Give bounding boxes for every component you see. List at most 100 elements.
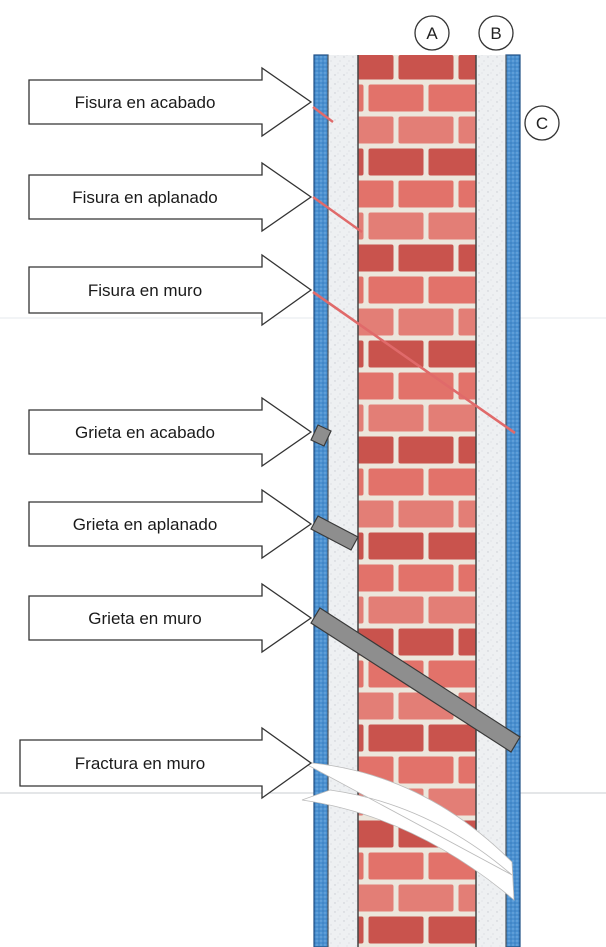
fisura-acabado-line (312, 106, 334, 123)
letter-b: B (490, 24, 501, 43)
label-b: B (478, 15, 514, 51)
brick (398, 308, 454, 336)
brick (398, 116, 454, 144)
brick (428, 212, 476, 240)
defects (301, 106, 521, 901)
layer-labels: A B C (414, 15, 560, 141)
finish-layer-right (505, 54, 521, 947)
arrow-grieta-acabado: Grieta en acabado (28, 396, 313, 468)
fractura-muro-gap (301, 761, 515, 901)
brick (398, 180, 454, 208)
brick (358, 660, 364, 688)
grieta-muro-gap (310, 607, 521, 753)
brick (398, 756, 454, 784)
brick (358, 692, 394, 720)
arrow-grieta-aplanado: Grieta en aplanado (28, 488, 313, 560)
brick (458, 55, 476, 80)
arrow-label: Grieta en acabado (75, 423, 215, 442)
brick (358, 884, 394, 912)
brick (428, 532, 476, 560)
brick (428, 916, 476, 944)
brick (398, 500, 454, 528)
brick (428, 148, 476, 176)
arrow-shape (19, 726, 313, 800)
brick (358, 212, 364, 240)
circle-a (414, 15, 450, 51)
brick (398, 372, 454, 400)
letter-a: A (426, 24, 438, 43)
brick (368, 468, 424, 496)
brick (458, 180, 476, 208)
grieta-acabado-gap (310, 424, 332, 447)
arrow-label: Fisura en muro (88, 281, 202, 300)
plaster-right (476, 55, 506, 947)
brick (358, 372, 394, 400)
brick (428, 404, 476, 432)
arrow-shape (28, 488, 313, 560)
grieta-aplanado-gap (310, 515, 359, 551)
brick (458, 308, 476, 336)
fisura-muro-line (312, 290, 516, 435)
brick (398, 628, 454, 656)
arrow-shape (28, 396, 313, 468)
brick (428, 596, 476, 624)
brick (368, 212, 424, 240)
brick (358, 55, 394, 80)
letter-c: C (536, 114, 548, 133)
callout-arrows: Fisura en acabado Fisura en aplanado Fis… (19, 66, 313, 800)
brick (368, 596, 424, 624)
brick (358, 852, 364, 880)
brick (368, 404, 424, 432)
brick (458, 500, 476, 528)
arrow-fisura-acabado: Fisura en acabado (28, 66, 313, 138)
brick (358, 276, 364, 304)
brick (398, 884, 454, 912)
brick (358, 84, 364, 112)
brick (358, 116, 394, 144)
brick (458, 372, 476, 400)
brick (358, 404, 364, 432)
brick (428, 468, 476, 496)
label-c: C (524, 105, 560, 141)
brick (358, 532, 364, 560)
brick (458, 756, 476, 784)
arrow-shape (28, 582, 313, 654)
brick (398, 55, 454, 80)
arrow-shape (28, 253, 313, 327)
plaster-left (328, 55, 358, 947)
arrow-label: Grieta en aplanado (73, 515, 218, 534)
brick (358, 820, 394, 848)
brick (458, 116, 476, 144)
brick (368, 276, 424, 304)
brick (358, 340, 364, 368)
arrow-shape (28, 161, 313, 233)
arrow-label: Fisura en aplanado (72, 188, 218, 207)
brick (368, 916, 424, 944)
brick (458, 628, 476, 656)
brick (458, 564, 476, 592)
finish-layer-left (313, 54, 329, 947)
brick (358, 564, 394, 592)
circle-b (478, 15, 514, 51)
circle-c (524, 105, 560, 141)
label-a: A (414, 15, 450, 51)
arrow-shape (28, 66, 313, 138)
brick (358, 916, 364, 944)
brick (428, 84, 476, 112)
brick (398, 436, 454, 464)
brick (358, 724, 364, 752)
brick (428, 276, 476, 304)
brick (398, 244, 454, 272)
arrow-fisura-muro: Fisura en muro (28, 253, 313, 327)
brick (368, 84, 424, 112)
brick (458, 884, 476, 912)
brick (358, 244, 394, 272)
brick (358, 148, 364, 176)
arrow-label: Fractura en muro (75, 754, 205, 773)
brick (458, 436, 476, 464)
brick (458, 244, 476, 272)
brick (358, 596, 364, 624)
arrow-fractura-muro: Fractura en muro (19, 726, 313, 800)
brick (358, 180, 394, 208)
